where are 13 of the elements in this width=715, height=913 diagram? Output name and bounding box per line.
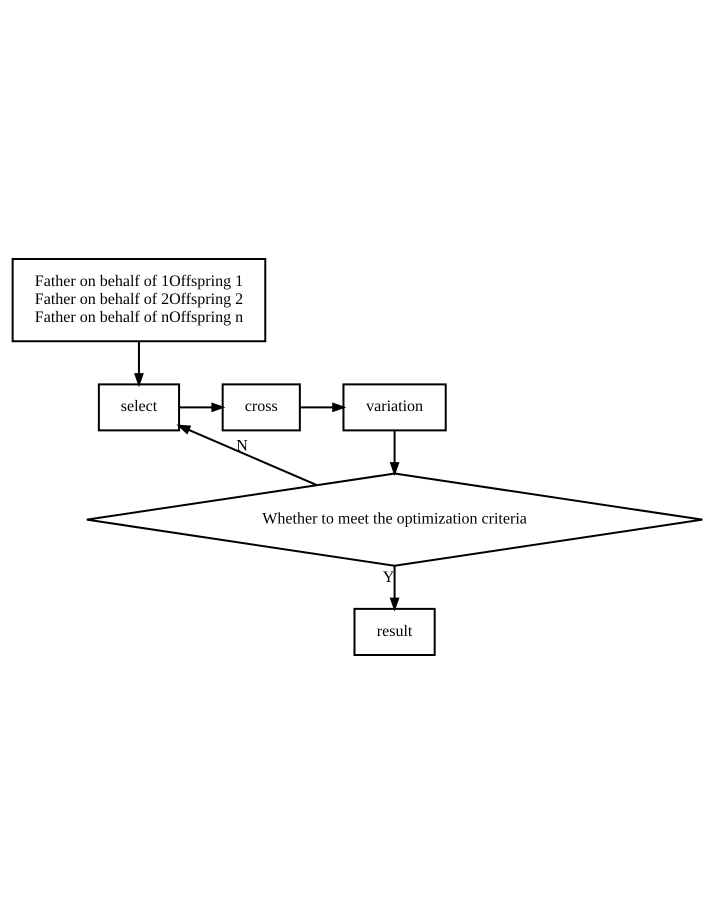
node-diamond: Whether to meet the optimization criteria bbox=[86, 472, 704, 566]
node-box: Father on behalf of 1Offspring 1 Father on behalf of 2Offspring 2 Father on behalf of nOffspring n bbox=[12, 258, 266, 342]
node-box: result bbox=[354, 607, 436, 656]
arrow bbox=[176, 424, 318, 486]
node-box: cross bbox=[222, 382, 301, 431]
arrow bbox=[390, 430, 400, 476]
edge-label: N bbox=[236, 436, 248, 454]
arrow bbox=[134, 341, 144, 387]
arrow bbox=[179, 402, 226, 412]
node-box: select bbox=[98, 382, 180, 431]
arrow bbox=[300, 402, 346, 412]
arrow bbox=[390, 565, 400, 612]
node-box: variation bbox=[342, 382, 447, 431]
